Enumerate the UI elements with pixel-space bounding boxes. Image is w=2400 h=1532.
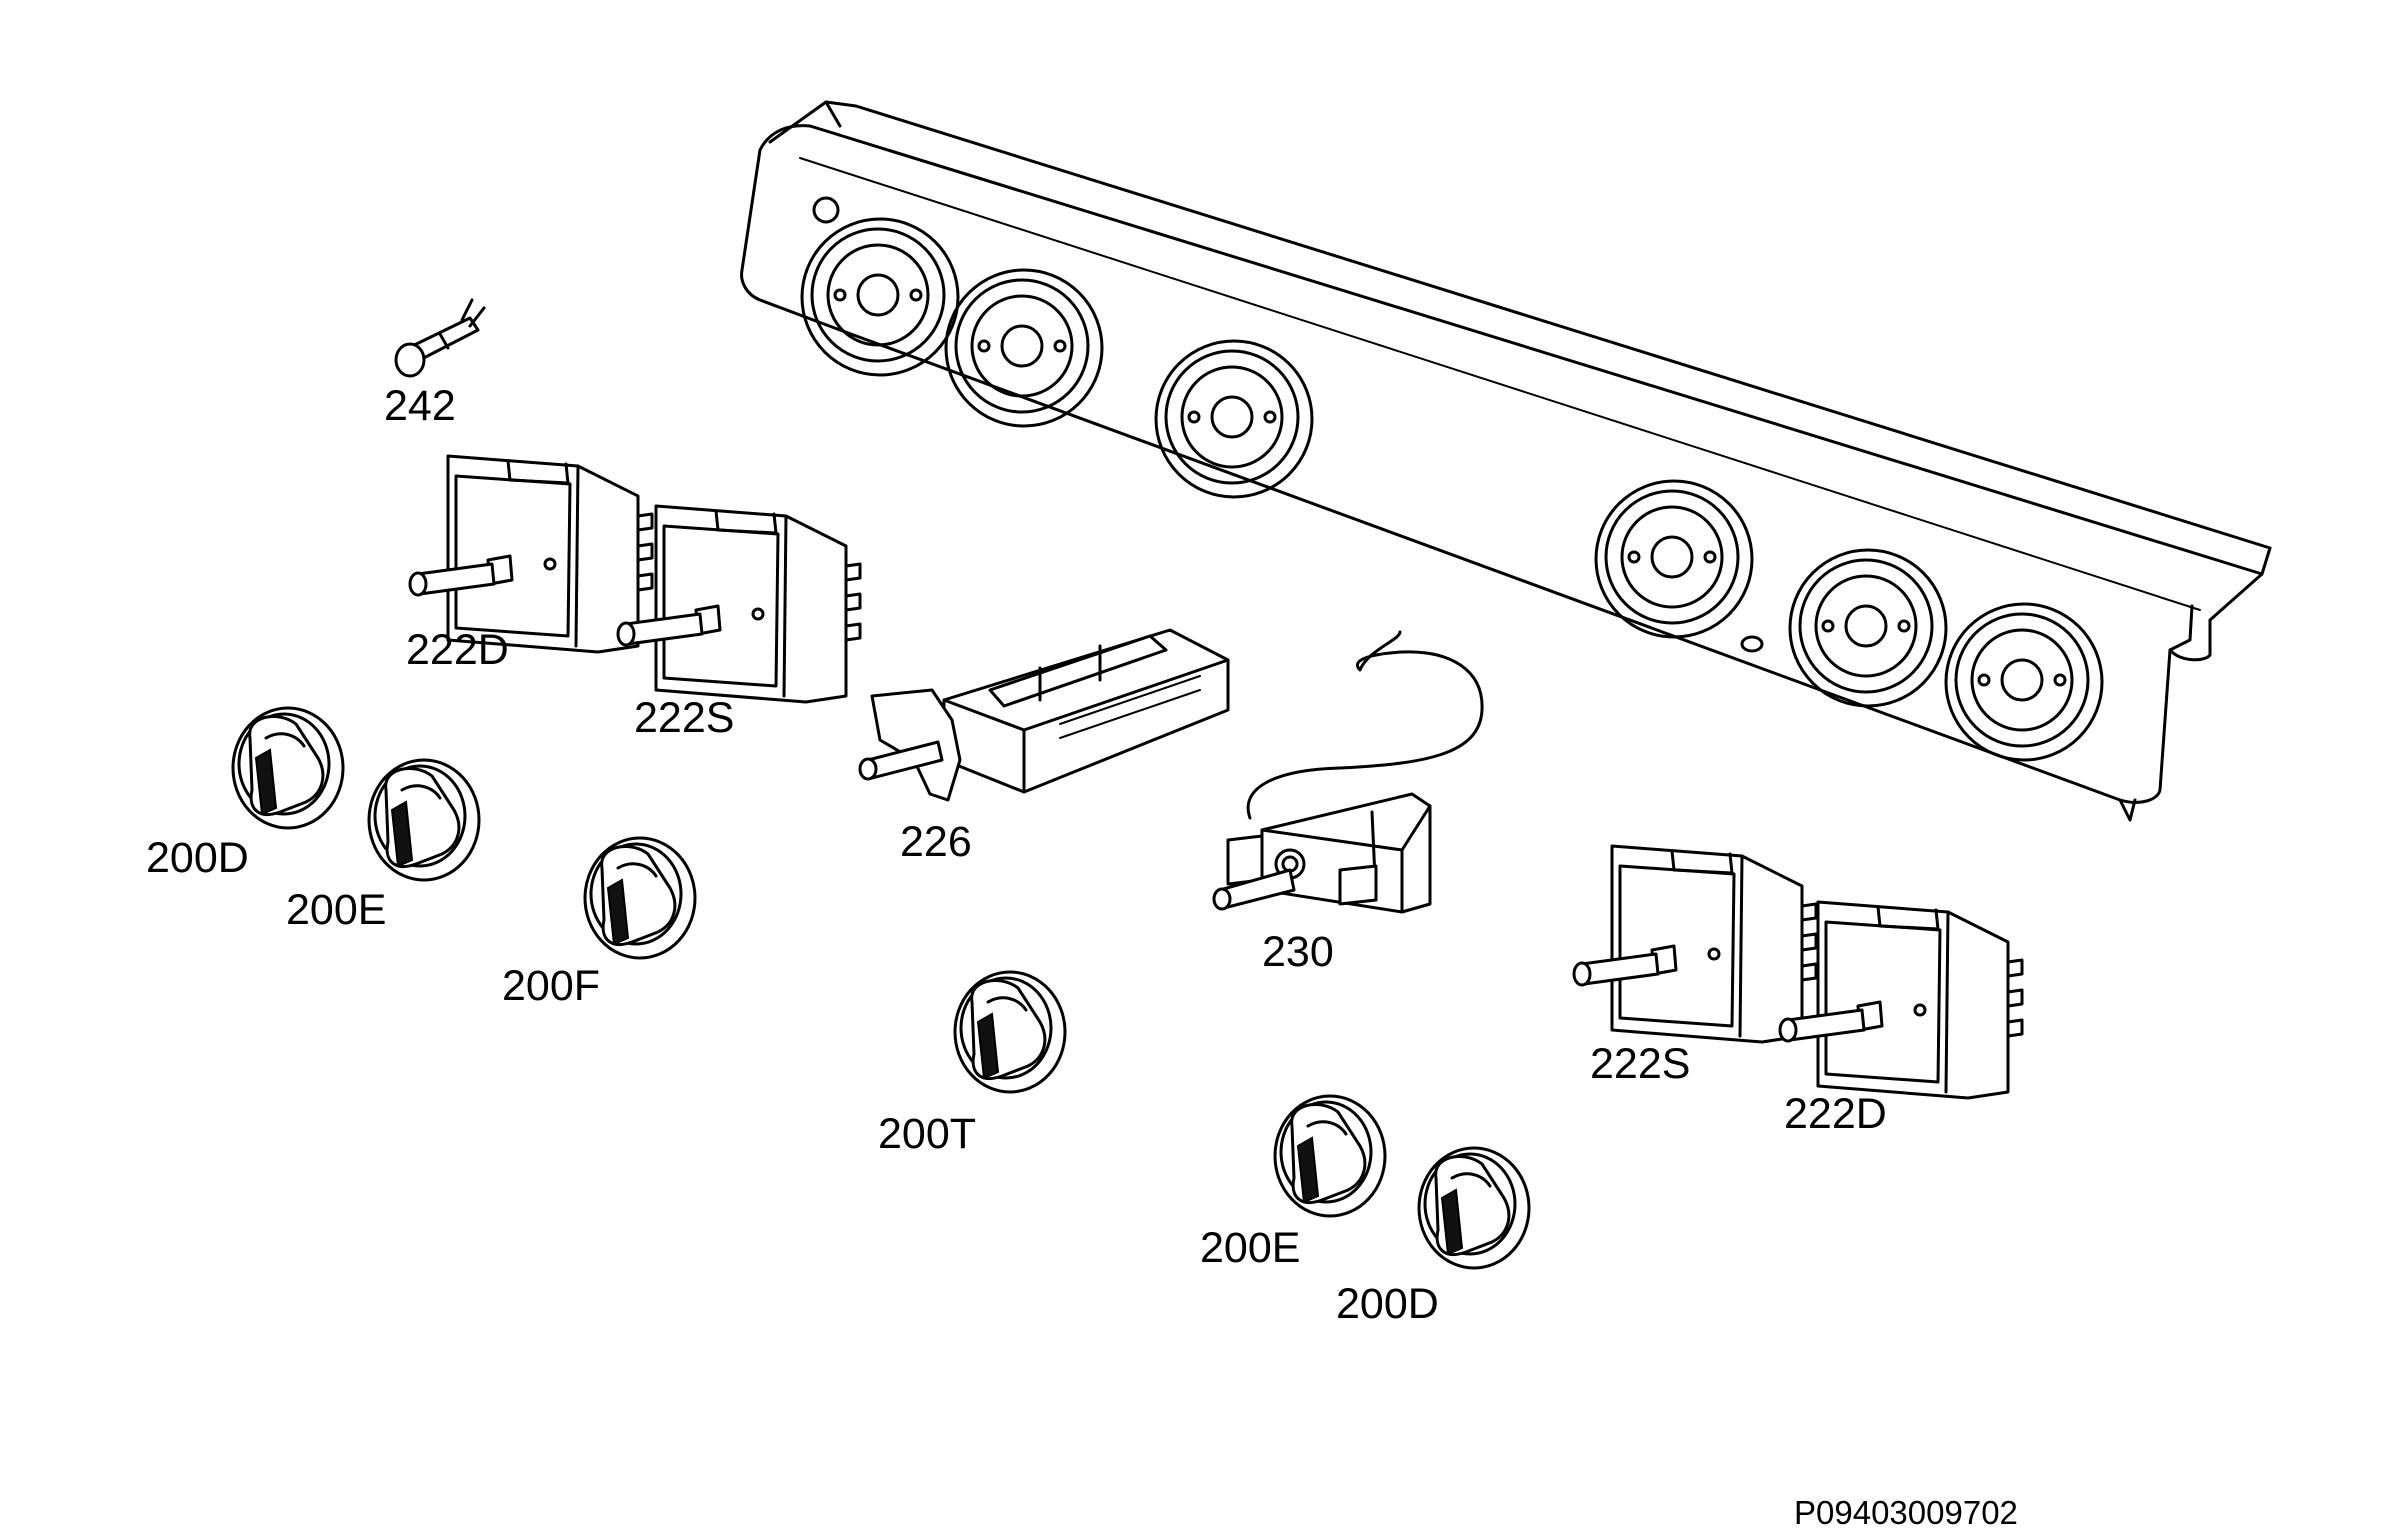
- label-222d-left: 222D: [406, 626, 509, 674]
- label-200f: 200F: [502, 962, 600, 1010]
- switch-222s-left: [616, 504, 862, 704]
- knob-200d-left: [231, 706, 345, 830]
- document-code: P09403009702: [1794, 1494, 2018, 1531]
- label-226: 226: [900, 818, 972, 866]
- label-200e-left: 200E: [286, 886, 386, 934]
- label-222d-right: 222D: [1784, 1090, 1887, 1138]
- knob-200d-right: [1417, 1146, 1531, 1270]
- label-222s-right: 222S: [1590, 1040, 1690, 1088]
- knob-200e-right: [1273, 1094, 1387, 1218]
- switch-222s-right: [1572, 844, 1818, 1044]
- label-200d-right: 200D: [1336, 1280, 1439, 1328]
- control-panel: [740, 100, 2272, 822]
- switch-222d-right: [1778, 900, 2024, 1100]
- label-230: 230: [1262, 928, 1334, 976]
- knob-200t: [953, 970, 1067, 1094]
- thermostat-226: [858, 628, 1230, 802]
- knob-200f: [583, 836, 697, 960]
- label-200e-right: 200E: [1200, 1224, 1300, 1272]
- indicator-lamp-242: [394, 298, 486, 378]
- thermostat-230: [1212, 630, 1484, 914]
- switch-222d-left: [408, 454, 654, 654]
- label-200d-left: 200D: [146, 834, 249, 882]
- label-242: 242: [384, 382, 456, 430]
- label-200t: 200T: [878, 1110, 976, 1158]
- knob-200e-left: [367, 758, 481, 882]
- label-222s-left: 222S: [634, 694, 734, 742]
